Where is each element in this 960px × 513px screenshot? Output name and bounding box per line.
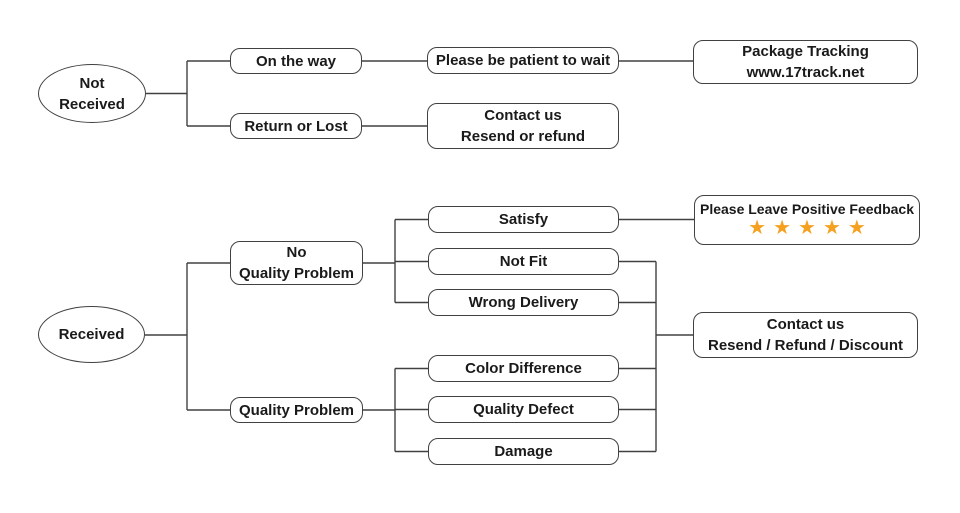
node-quality-problem: Quality Problem [230, 397, 363, 423]
node-label: Quality Problem [238, 401, 355, 419]
node-label: Wrong Delivery [468, 294, 579, 311]
node-color-difference: Color Difference [428, 355, 619, 382]
node-label: No Quality Problem [238, 244, 355, 282]
node-label: Please be patient to wait [435, 52, 611, 69]
node-damage: Damage [428, 438, 619, 465]
node-package-tracking: Package Tracking www.17track.net [693, 40, 918, 84]
node-not-received: Not Received [38, 64, 146, 123]
node-not-fit: Not Fit [428, 248, 619, 275]
five-star-rating-icons: ★★★★★ [748, 217, 873, 240]
node-please-be-patient: Please be patient to wait [427, 47, 619, 74]
node-label: Package Tracking www.17track.net [742, 43, 869, 81]
node-label: Damage [494, 443, 553, 460]
node-contact-resend-refund-discount: Contact us Resend / Refund / Discount [693, 312, 918, 358]
node-received: Received [38, 306, 145, 363]
node-label: Contact us Resend / Refund / Discount [707, 316, 903, 354]
node-positive-feedback: Please Leave Positive Feedback ★★★★★ [694, 195, 920, 245]
node-label: Received [58, 326, 125, 343]
node-label: Contact us Resend or refund [460, 107, 586, 145]
node-label: On the way [255, 52, 337, 70]
node-satisfy: Satisfy [428, 206, 619, 233]
node-return-or-lost: Return or Lost [230, 113, 362, 139]
node-label: Color Difference [465, 360, 582, 377]
node-label: Please Leave Positive Feedback [699, 200, 914, 217]
node-wrong-delivery: Wrong Delivery [428, 289, 619, 316]
node-no-quality-problem: No Quality Problem [230, 241, 363, 285]
node-label: Return or Lost [244, 117, 348, 135]
node-quality-defect: Quality Defect [428, 396, 619, 423]
node-label: Not Received [59, 74, 125, 113]
node-label: Not Fit [499, 253, 548, 270]
node-label: Quality Defect [473, 401, 574, 418]
node-contact-resend-or-refund: Contact us Resend or refund [427, 103, 619, 149]
node-on-the-way: On the way [230, 48, 362, 74]
node-label: Satisfy [498, 211, 549, 228]
